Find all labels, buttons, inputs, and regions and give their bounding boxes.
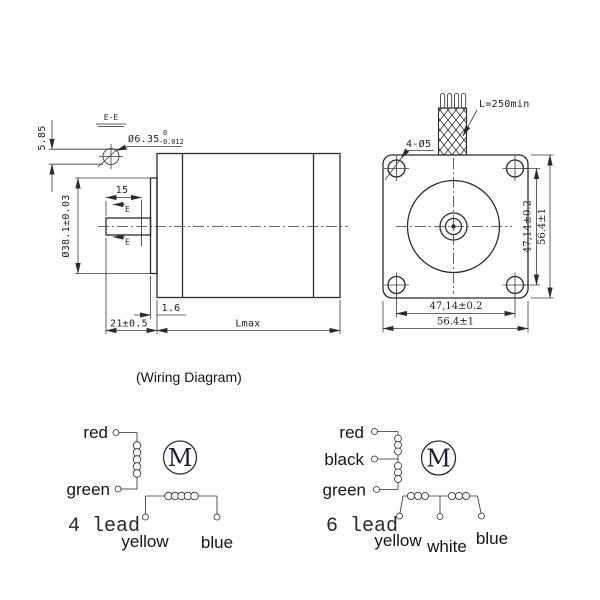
terminal [114,485,122,493]
wire-label-blue: blue [201,533,233,552]
wire-label-red: red [83,423,108,442]
dimensions-side: 15 Ø38.1±0.03 1.6 21±0.5 Lmax [60,177,341,334]
pilot-boss-rect [149,177,158,275]
section-mark-label: E [125,205,130,214]
lead-cable: L=250min [437,93,530,156]
wire-label-yellow: yellow [121,532,169,551]
hole-spacing-v-label: 47,14±0.2 [523,200,534,253]
motor-body-side: E E [98,152,348,299]
section-mark-top: E [112,201,130,214]
flange-outline [382,154,529,299]
phase-coil-horizontal-left [406,491,429,500]
terminal [436,513,444,520]
body-length-label: Lmax [235,319,260,330]
terminal [478,512,485,520]
front-view: L=250min 4-Ø5 [382,93,554,333]
lead-count-label: 6 lead [326,515,398,538]
cable-pin [454,93,460,109]
wire-label-green: green [67,480,110,499]
motor-symbol-letter: M [168,444,193,472]
wiring-6-lead: red black green M [323,423,509,556]
wiring-4-lead: red green M [67,423,234,552]
side-view: E-E Ø6.35 0 -0.012 5.85 [37,113,348,334]
shaft-tol-upper: 0 [163,129,167,137]
lead-count-label: 4 lead [68,515,140,538]
wire-label-black: black [324,450,364,469]
cable-pin [447,93,453,109]
shaft-section-detail: E-E Ø6.35 0 -0.012 5.85 [37,113,184,192]
wire-label-red: red [339,423,364,442]
section-mark-label: E [125,238,130,247]
wire-label-green: green [323,481,366,500]
boss-depth-label: 1.6 [162,303,181,314]
shaft-tol-lower: -0.012 [159,138,184,146]
cable-pin [440,93,446,109]
section-title-label: E-E [104,113,119,122]
terminal [112,429,120,436]
cable-pin [461,93,467,109]
body-size-v-label: 56.4±1 [537,208,548,245]
front-length-label: 21±0.5 [110,319,148,330]
shaft-length-label: 15 [116,185,129,196]
terminal [371,428,378,435]
motor-symbol-letter: M [426,445,451,473]
braided-sleeve [437,107,468,156]
phase-coil-horizontal-right [447,491,470,500]
lead-length-label: L=250min [479,99,530,110]
mount-holes-label: 4-Ø5 [406,138,431,150]
body-size-h-label: 56.4±1 [437,317,474,328]
terminal [373,486,380,493]
motor-symbol-circle [420,440,457,476]
wire-label-white: white [426,537,467,556]
mount-holes-callout: 4-Ø5 [384,138,434,181]
terminal [142,513,149,521]
wiring-title: (Wiring Diagram) [136,369,242,385]
terminal [371,455,378,463]
motor-symbol-circle [162,440,198,475]
phase-coil-horizontal [164,491,199,501]
hole-spacing-h-label: 47,14±0.2 [430,301,483,312]
face-plate: 4-Ø5 [382,138,529,299]
shaft-dia-label: Ø6.35 [128,133,160,145]
wiring-diagrams: (Wiring Diagram) red green M [67,369,509,556]
dimensions-front: 47,14±0.2 56.4±1 47,14±0.2 56.4±1 [382,154,554,333]
pilot-dia-label: Ø38.1±0.03 [60,194,72,257]
terminal [396,512,403,520]
motor-body-rect [156,152,341,299]
wire-label-blue: blue [476,529,508,548]
phase-coil-lower [394,462,402,483]
dim-flat-height: 5.85 [37,120,108,192]
wire-label-yellow: yellow [374,531,422,550]
phase-coil-vertical [132,441,142,478]
section-mark-bottom: E [112,234,130,247]
flat-height-label: 5.85 [37,125,48,150]
terminal [213,513,221,521]
phase-coil-upper [394,434,402,456]
